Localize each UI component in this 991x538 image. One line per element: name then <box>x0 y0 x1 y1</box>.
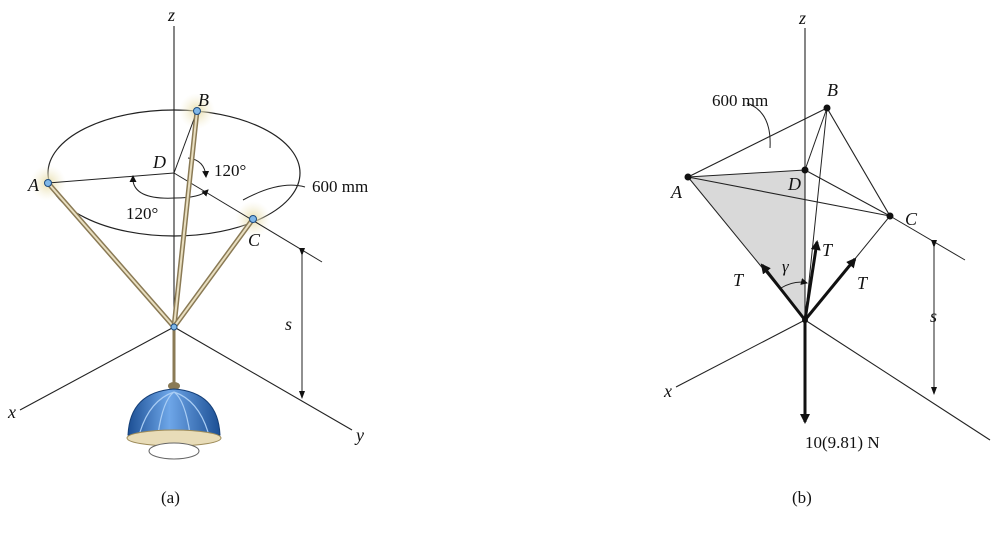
figure-a: z x y A B C D 120° 120° 600 mm s (a) <box>7 5 368 507</box>
caption-b: (b) <box>792 488 812 507</box>
label-C-a: C <box>248 230 261 250</box>
frame-lines-b <box>687 107 966 321</box>
y-axis-a <box>173 326 353 431</box>
point-A-a <box>44 179 52 187</box>
point-D-b <box>801 166 809 174</box>
label-T-left: T <box>733 270 745 290</box>
caption-a: (a) <box>161 488 180 507</box>
label-z-b: z <box>798 8 806 28</box>
point-C-b <box>886 212 894 220</box>
junction-b <box>802 317 808 323</box>
label-z-a: z <box>167 5 175 25</box>
line-D-B <box>173 110 198 174</box>
label-A-b: A <box>670 182 683 202</box>
label-D-a: D <box>152 152 166 172</box>
label-B-a: B <box>198 90 209 110</box>
line-D-C-extended <box>173 172 323 263</box>
label-x-b: x <box>663 381 672 401</box>
junction-a <box>170 323 178 331</box>
label-A-a: A <box>27 175 40 195</box>
angle-arc-bottom <box>132 180 209 199</box>
label-C-b: C <box>905 209 918 229</box>
label-y-a: y <box>354 425 364 445</box>
label-s-a: s <box>285 314 292 334</box>
label-B-b: B <box>827 80 838 100</box>
label-D-b: D <box>787 174 801 194</box>
line-D-A <box>47 172 175 184</box>
label-x-a: x <box>7 402 16 422</box>
force-T-left <box>760 263 807 321</box>
label-angle-top: 120° <box>214 161 246 180</box>
label-T-mid: T <box>822 240 834 260</box>
label-radius-a: 600 mm <box>312 177 368 196</box>
cords-a <box>45 108 256 330</box>
label-gamma: γ <box>782 257 790 276</box>
force-T-right <box>803 257 857 321</box>
y-axis-b <box>804 319 991 441</box>
label-T-right: T <box>857 273 869 293</box>
lamp-shade <box>127 388 221 436</box>
label-angle-bottom: 120° <box>126 204 158 223</box>
force-T-mid <box>803 240 821 321</box>
point-C-a <box>249 215 257 223</box>
point-B-b <box>823 104 831 112</box>
radius-leader-b <box>746 102 771 149</box>
lamp-bulb <box>148 442 200 460</box>
radius-leader-a <box>242 184 306 201</box>
x-axis-b <box>675 319 806 388</box>
x-axis-a <box>19 326 175 411</box>
point-B-a <box>193 107 201 115</box>
point-A-b <box>684 173 692 181</box>
gamma-arc <box>780 278 808 289</box>
label-s-b: s <box>930 306 937 326</box>
lamp <box>126 327 222 460</box>
label-weight: 10(9.81) N <box>805 433 880 452</box>
figure-b: z x A B C D 600 mm s T T T γ 10(9.81) N … <box>663 8 991 507</box>
label-radius-b: 600 mm <box>712 91 768 110</box>
